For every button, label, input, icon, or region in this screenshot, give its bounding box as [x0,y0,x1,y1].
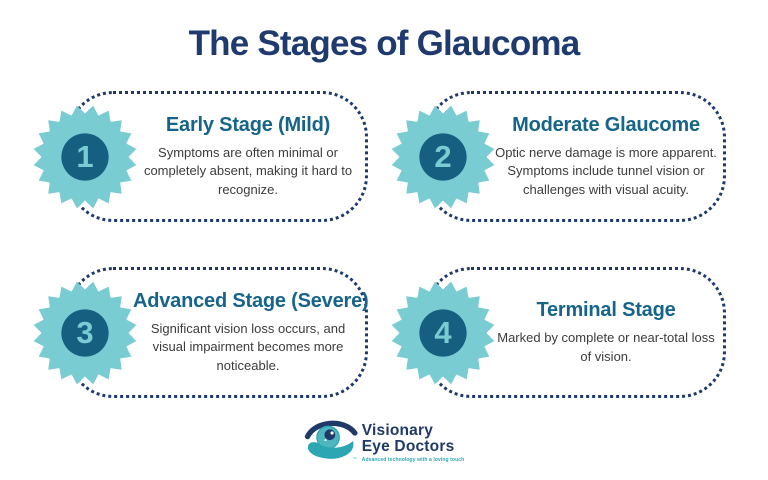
stage-description: Marked by complete or near-total loss of… [497,330,715,364]
stage-number: 2 [434,138,452,174]
stage-description: Optic nerve damage is more apparent. Sym… [495,144,717,197]
stage-number: 4 [434,314,452,350]
stage-title: Early Stage (Mild) [165,113,331,136]
stage-number-badge: 2 [391,105,495,209]
stage-content: Terminal Stage Marked by complete or nea… [491,270,721,395]
stage-card-3: 3 Advanced Stage (Severe) Significant vi… [33,267,369,398]
starburst-icon [33,105,137,208]
stage-title: Terminal Stage [536,299,676,322]
trademark-symbol: ™ [352,456,357,461]
page-title: The Stages of Glaucoma [188,24,581,63]
stage-content: Early Stage (Mild) Symptoms are often mi… [133,94,363,219]
logo-tagline: Advanced technology with a loving touch [361,456,465,463]
visionary-eye-doctors-logo: ™ Visionary Eye Doctors Advanced technol… [304,416,465,466]
stage-content: Moderate Glaucome Optic nerve damage is … [491,94,721,219]
starburst-icon [33,281,137,384]
stage-card-4: 4 Terminal Stage Marked by complete or n… [391,267,726,398]
logo-name-line1: Visionary [361,422,434,439]
stage-description: Significant vision loss occurs, and visu… [150,320,346,373]
stage-content: Advanced Stage (Severe) Significant visi… [133,270,369,395]
logo-text: Visionary Eye Doctors Advanced technolog… [362,416,465,463]
stage-title: Moderate Glaucome [512,113,700,136]
eye-hand-icon [304,420,358,459]
stage-number: 3 [76,314,94,350]
stage-card-2: 2 Moderate Glaucome Optic nerve damage i… [391,91,726,222]
stage-description: Symptoms are often minimal or completely… [143,144,353,197]
starburst-icon [391,105,495,208]
stage-number-badge: 1 [33,105,137,209]
stage-number: 1 [76,138,94,174]
starburst-icon [391,281,495,384]
stage-number-badge: 4 [391,281,495,385]
stage-card-1: 1 Early Stage (Mild) Symptoms are often … [33,91,368,222]
stage-number-badge: 3 [33,281,137,385]
logo-name-line2: Eye Doctors [361,437,455,455]
stage-title: Advanced Stage (Severe) [133,289,369,312]
